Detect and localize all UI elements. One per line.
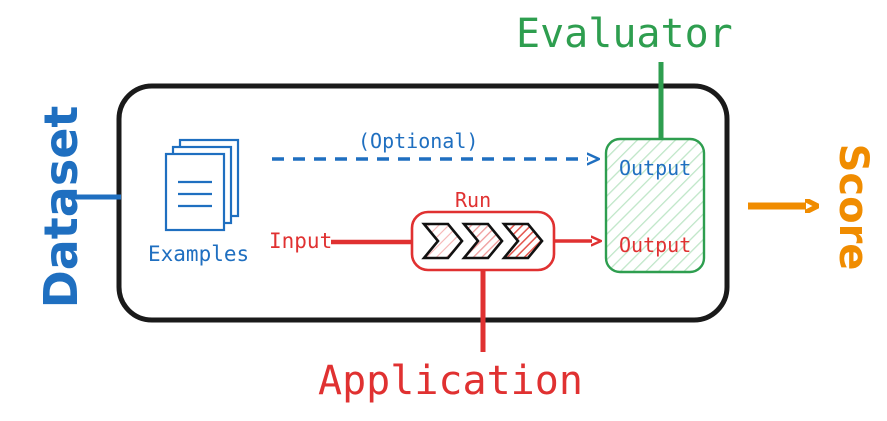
output-box bbox=[604, 137, 706, 274]
input-label: Input bbox=[269, 229, 333, 253]
evaluator-label: Evaluator bbox=[516, 11, 733, 57]
optional-label: (Optional) bbox=[358, 129, 479, 153]
examples-label: Examples bbox=[148, 242, 250, 266]
output-label-blue: Output bbox=[619, 156, 692, 180]
experiment-boundary bbox=[116, 83, 730, 323]
dataset-label: Dataset bbox=[34, 105, 88, 309]
score-label: Score bbox=[830, 143, 876, 271]
output-label-red: Output bbox=[619, 233, 692, 257]
run-label: Run bbox=[455, 188, 492, 212]
run-box bbox=[410, 210, 556, 272]
application-label: Application bbox=[318, 358, 583, 404]
examples-stack-icon bbox=[164, 138, 240, 232]
